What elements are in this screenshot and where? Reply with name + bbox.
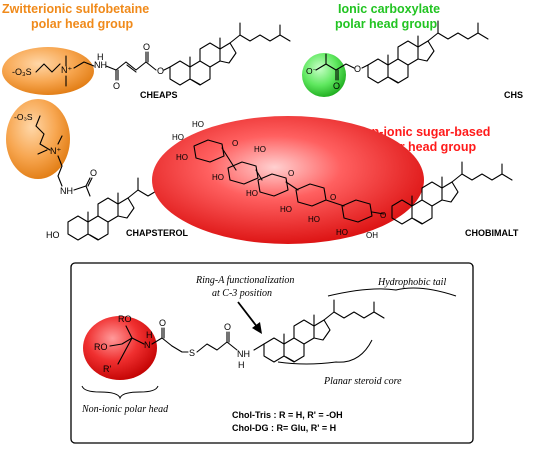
n-label-box: N: [144, 340, 151, 350]
o-sugar-2: O: [288, 169, 294, 178]
ho-sugar-8: HO: [308, 215, 320, 224]
ring-a-annotation-line2: at C-3 position: [212, 288, 272, 299]
cheaps-label: CHEAPS: [140, 90, 178, 100]
carboxylate-head-circle: [302, 53, 346, 97]
o-minus-label: O⁻: [306, 66, 318, 76]
cheaps-sterol: [169, 22, 291, 86]
oh-sugar-10: OH: [366, 231, 378, 240]
s-label: S: [189, 348, 195, 358]
n-plus-label: N⁺: [61, 65, 72, 75]
so3-label-chapsterol: -O₃S: [14, 112, 33, 122]
ring-a-arrow: [237, 301, 259, 329]
so3-label: -O₃S: [12, 67, 32, 77]
chobimalt-structure: HO HO HO O HO HO HO O HO HO O HO OH O CH…: [152, 116, 519, 244]
chs-label: CHS: [504, 90, 523, 100]
chol-dg-definition: Chol-DG : R= Glu, R' = H: [232, 423, 336, 433]
o-amide-chapsterol: O: [90, 168, 97, 178]
chapsterol-label: CHAPSTEROL: [126, 228, 189, 238]
ho-sugar-7: HO: [280, 205, 292, 214]
ionic-heading-line2: polar head group: [335, 17, 437, 31]
o-carbonyl-cheaps: O: [113, 81, 120, 91]
ro-label-middle: RO: [94, 342, 108, 352]
o-ester-chs: O: [354, 64, 361, 74]
ho-sugar-3: HO: [176, 153, 188, 162]
chapsterol-structure: -O₃S N⁺ NH O HO CHAPSTEROL: [6, 99, 189, 241]
zwitterionic-heading-line1: Zwitterionic sulfobetaine: [2, 2, 149, 16]
o-carbonyl-chs: O: [333, 81, 340, 91]
chs-structure: O⁻ O O CHS: [302, 20, 523, 100]
ionic-heading-line1: Ionic carboxylate: [338, 2, 440, 16]
cheaps-structure: -O₃S N⁺ NH H O O O CHEAPS: [2, 22, 291, 100]
o-sugar-1: O: [232, 139, 238, 148]
polar-head-brace: [81, 385, 159, 400]
chobimalt-label: CHOBIMALT: [465, 228, 519, 238]
planar-core-brace: [277, 339, 373, 365]
h-label-box-2: H: [238, 360, 245, 370]
zwitterionic-heading-line2: polar head group: [31, 17, 133, 31]
ho-sugar-4: HO: [254, 145, 266, 154]
o-ester-carbonyl: O: [143, 42, 150, 52]
nh-label-cheaps: NH: [94, 60, 107, 70]
o-ester: O: [157, 66, 164, 76]
o-glycosidic: O: [380, 211, 386, 220]
o-sugar-3: O: [330, 193, 336, 202]
sugar-head-ellipse: [152, 116, 424, 244]
ho-sugar-2: HO: [172, 133, 184, 142]
zwitterion-head-ellipse-chapsterol: [6, 99, 70, 179]
zwitterion-head-ellipse-cheaps: [2, 47, 94, 95]
h-label-box: H: [146, 330, 153, 340]
nh-label-box: NH: [237, 349, 250, 359]
o-amide-box-1: O: [159, 318, 166, 328]
chol-derivatives-box: [70, 262, 474, 444]
r-prime-label: R': [103, 364, 111, 374]
hn-label-chapsterol: NH: [60, 186, 73, 196]
hydrophobic-tail-annotation: Hydrophobic tail: [377, 277, 446, 288]
ho-sugar-9: HO: [336, 228, 348, 237]
o-amide-box-2: O: [224, 322, 231, 332]
nonionic-heading-line1: Non-ionic sugar-based: [355, 125, 490, 139]
ho-sugar-6: HO: [246, 189, 258, 198]
h-label-cheaps: H: [97, 52, 104, 62]
polar-head-circle: [83, 316, 157, 380]
n-plus-label-chapsterol: N⁺: [50, 146, 61, 156]
ho-sugar-1: HO: [192, 120, 204, 129]
chol-tris-definition: Chol-Tris : R = H, R' = -OH: [232, 410, 343, 420]
ro-label-top: RO: [118, 314, 132, 324]
ring-a-annotation-line1: Ring-A functionalization: [195, 275, 294, 286]
ho-label-chapsterol: HO: [46, 230, 60, 240]
hydrophobic-tail-brace: [327, 287, 457, 297]
ho-sugar-5: HO: [212, 173, 224, 182]
polar-head-annotation: Non-ionic polar head: [81, 404, 169, 415]
planar-core-annotation: Planar steroid core: [323, 376, 402, 387]
ring-a-arrowhead: [252, 322, 262, 334]
